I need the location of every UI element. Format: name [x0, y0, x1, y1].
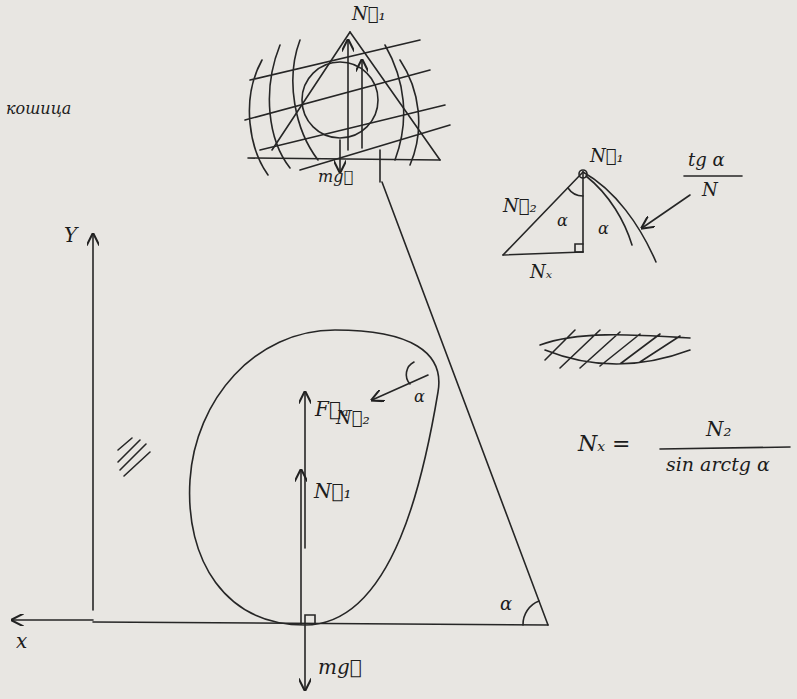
label-text: tg α [688, 150, 725, 170]
right-angle-mark [305, 615, 315, 625]
force-triangle [503, 170, 742, 262]
crossed-out [540, 330, 690, 368]
label-text: α [500, 594, 512, 614]
label-text: N₂ [706, 418, 732, 440]
label-text: mg⃗ [318, 656, 362, 678]
x-axis [12, 619, 93, 621]
label-text: N⃗₁ [352, 4, 386, 24]
scribble [245, 32, 450, 182]
label-text: N⃗₂ [503, 196, 537, 216]
scribble [118, 438, 150, 476]
force-arrow [304, 626, 306, 690]
label-text: Nₓ = [578, 432, 631, 456]
force-arrow [304, 392, 306, 548]
label-text: α [557, 212, 568, 230]
angle-arc [406, 362, 414, 384]
label-text: mg⃗ [318, 168, 353, 186]
label-text: α [414, 388, 425, 406]
label-text: Nₓ [530, 262, 552, 282]
label-text: Y [64, 224, 77, 246]
label-text: N [702, 180, 718, 200]
label-text: кошица [6, 100, 71, 118]
fraction-bar [660, 447, 790, 449]
body-outline [190, 330, 439, 625]
incline-line [382, 182, 548, 625]
label-text: N⃗₁ [314, 480, 352, 502]
label-text: N⃗₁ [590, 146, 624, 166]
label-text: x [16, 630, 27, 652]
angle-arc [523, 601, 539, 625]
label-text: α [598, 220, 609, 238]
y-axis [92, 234, 94, 610]
label-text: N⃗₂ [336, 408, 370, 428]
force-arrow [300, 470, 302, 624]
label-text: sin arctg α [666, 454, 770, 475]
